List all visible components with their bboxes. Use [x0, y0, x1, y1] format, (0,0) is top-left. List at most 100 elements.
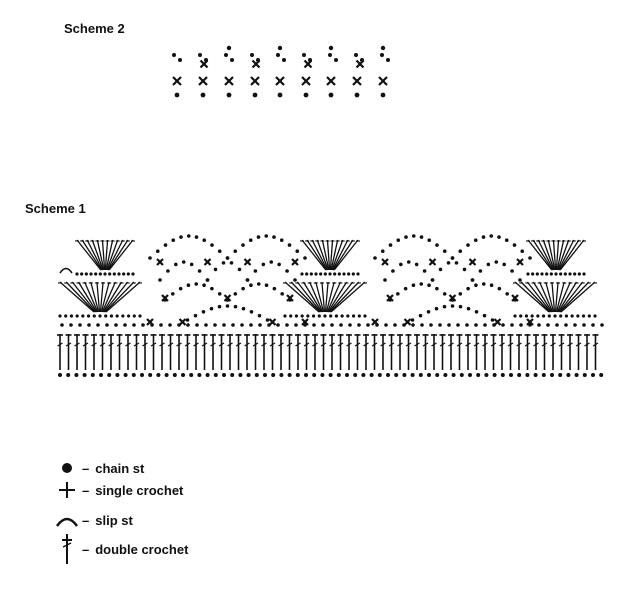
chain-st-symbol — [269, 260, 274, 264]
chain-st-symbol — [261, 262, 266, 267]
double-crochet-symbol — [592, 334, 599, 370]
chain-st-symbol — [519, 323, 523, 327]
chain-st-symbol — [159, 323, 163, 327]
single-crochet-symbol — [178, 318, 187, 326]
legend-double-crochet: – double crochet — [52, 532, 188, 566]
single-crochet-symbol — [378, 76, 388, 86]
chain-st-symbol — [559, 272, 563, 276]
shell-stitch-line — [316, 239, 329, 271]
chain-st-symbol — [430, 278, 435, 282]
shell-stitch-line — [105, 281, 141, 313]
chain-st-symbol — [531, 272, 535, 276]
chain-st-symbol — [283, 314, 287, 318]
single-crochet-symbol — [146, 318, 154, 326]
chain-st-symbol — [435, 243, 439, 247]
chain-st-symbol — [541, 373, 546, 377]
chain-st-symbol — [577, 272, 581, 276]
shell-stitch-line — [333, 239, 359, 271]
chain-st-symbol — [336, 373, 341, 377]
chain-st-symbol — [174, 262, 178, 267]
chain-st-symbol — [377, 373, 382, 377]
chain-st-symbol — [361, 373, 366, 377]
chain-st-symbol — [171, 292, 175, 296]
chain-st-symbol — [277, 45, 283, 51]
chain-st-symbol — [357, 323, 361, 327]
chain-st-symbol — [454, 261, 459, 265]
chain-st-symbol — [195, 323, 199, 327]
shell-stitch-line — [327, 281, 348, 313]
single-crochet-symbol — [381, 258, 389, 266]
shell-stitch-line — [296, 281, 322, 313]
chain-st-symbol — [474, 283, 478, 288]
chain-st-symbol — [418, 313, 423, 318]
shell-stitch-line — [321, 239, 330, 271]
single-crochet-symbol — [448, 294, 457, 302]
double-crochet-symbol — [448, 334, 454, 370]
chain-st-symbol — [302, 53, 306, 57]
chain-st-symbol — [264, 283, 269, 288]
shell-stitch-line — [86, 239, 103, 271]
double-crochet-symbol — [142, 334, 148, 370]
chain-st-symbol — [233, 304, 238, 309]
chain-st-symbol — [248, 238, 253, 243]
chain-st-symbol — [264, 234, 269, 238]
shell-stitch-line — [106, 239, 119, 271]
chain-st-symbol — [550, 373, 554, 377]
shell-stitch-line — [559, 239, 585, 271]
double-crochet-symbol — [286, 334, 293, 370]
chain-st-symbol — [138, 314, 142, 318]
chain-st-symbol — [171, 238, 176, 243]
chain-st-symbol — [554, 272, 558, 276]
double-crochet-symbol — [439, 334, 446, 370]
chain-st-symbol — [222, 323, 226, 327]
legend-dash: – — [82, 460, 90, 476]
shell-stitch-line — [101, 281, 116, 313]
chain-st-symbol — [380, 92, 386, 98]
shell-stitch-line — [290, 281, 321, 313]
shell-stitch-line — [301, 239, 327, 271]
shell-stitch-line — [329, 281, 360, 313]
chain-st-symbol — [566, 373, 571, 377]
chain-st-symbol — [406, 260, 411, 264]
chain-st-symbol — [533, 373, 538, 377]
chain-st-symbol — [186, 234, 191, 238]
double-crochet-symbol — [507, 334, 514, 370]
chain-st-symbol — [559, 314, 563, 318]
chain-st-symbol — [250, 53, 254, 57]
chain-st-symbol — [410, 373, 415, 377]
shell-stitch-line — [284, 281, 320, 313]
chain-st-symbol — [285, 323, 289, 327]
chain-st-symbol — [509, 373, 513, 377]
chain-st-symbol — [549, 272, 553, 276]
chain-st-symbol — [386, 373, 390, 377]
double-crochet-symbol — [65, 334, 72, 370]
chain-st-symbol — [265, 318, 270, 322]
chain-st-symbol — [535, 272, 539, 276]
chain-st-symbol — [451, 373, 456, 377]
shell-stitch-line — [107, 239, 124, 271]
double-crochet-symbol — [584, 334, 590, 370]
legend-dash: – — [82, 512, 90, 528]
chain-st-symbol — [205, 373, 210, 377]
chain-st-symbol — [528, 256, 532, 260]
chain-st-symbol — [418, 373, 423, 377]
single-crochet-symbol — [428, 258, 437, 266]
chain-st-symbol — [64, 314, 68, 318]
chain-st-symbol — [466, 243, 470, 247]
chain-st-symbol — [309, 272, 313, 276]
legend-label-slip-st: slip st — [95, 512, 133, 528]
chain-st-symbol — [277, 262, 281, 267]
chain-st-symbol — [468, 373, 472, 377]
chain-st-symbol — [81, 314, 85, 318]
chain-st-symbol — [303, 92, 309, 98]
chain-st-symbol — [328, 53, 332, 57]
double-crochet-symbol — [57, 334, 63, 370]
chain-st-symbol — [230, 373, 235, 377]
chain-st-symbol — [345, 373, 349, 377]
single-crochet-symbol — [243, 258, 252, 266]
chain-st-symbol — [505, 292, 509, 296]
chain-st-symbol — [328, 92, 334, 98]
chain-st-symbol — [126, 272, 130, 276]
chain-st-symbol — [600, 323, 604, 327]
chain-st-symbol — [356, 272, 360, 276]
